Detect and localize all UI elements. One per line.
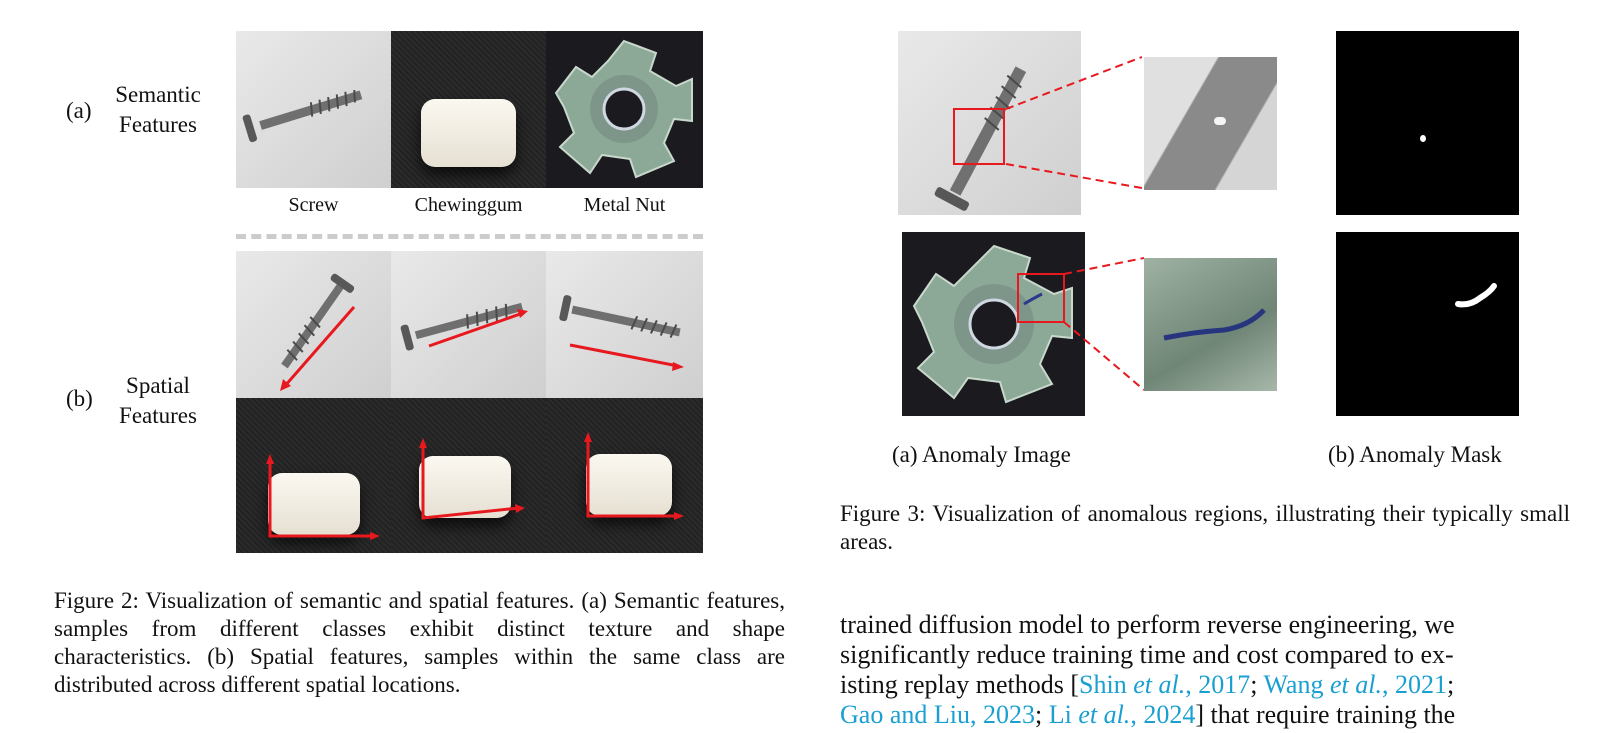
citation-li-2024[interactable]: Li et al., 2024 bbox=[1048, 700, 1196, 729]
gum-piece-3 bbox=[586, 454, 672, 516]
screw-spatial-1 bbox=[236, 251, 391, 398]
anomaly-nut-drawing bbox=[912, 244, 1073, 404]
gum-piece bbox=[421, 99, 516, 167]
anomaly-mask-nut bbox=[1336, 232, 1519, 416]
figure-3-caption: Figure 3: Visualization of anomalous reg… bbox=[840, 501, 1570, 554]
row-a-title-line1: Semantic bbox=[115, 82, 201, 107]
gum-spatial-1 bbox=[236, 398, 391, 553]
zoom-lines-bottom bbox=[1063, 257, 1145, 391]
anomaly-screw-zoom bbox=[1144, 57, 1277, 190]
class-label-chewinggum: Chewinggum bbox=[414, 194, 523, 216]
dashed-divider bbox=[236, 234, 703, 239]
anomaly-nut-zoom-drawing bbox=[1163, 308, 1266, 341]
body-line-4-text: ] that require training the bbox=[1195, 700, 1456, 729]
mask-blob-1 bbox=[1420, 135, 1426, 142]
gum-axes-3 bbox=[584, 432, 684, 520]
gum-piece-2 bbox=[419, 456, 511, 518]
body-line-4: Gao and Liu, 2023; Li et al., 2024] that… bbox=[840, 700, 1456, 729]
gum-piece-1 bbox=[268, 473, 360, 535]
citation-shin-2017[interactable]: Shin et al., 2017 bbox=[1079, 670, 1251, 699]
row-b-tag: (b) bbox=[66, 386, 93, 411]
metal-nut-image bbox=[546, 31, 703, 188]
body-line-3: isting replay methods [Shin et al., 2017… bbox=[840, 670, 1455, 699]
subcaption-anomaly-image: (a) Anomaly Image bbox=[892, 442, 1071, 467]
defect-spot bbox=[1214, 117, 1226, 125]
screw-spatial-3 bbox=[546, 251, 703, 398]
row-a-title: Semantic Features bbox=[108, 80, 208, 140]
anomaly-mask-screw bbox=[1336, 31, 1519, 215]
anomaly-nut-zoom bbox=[1144, 258, 1277, 391]
row-a-title-line2: Features bbox=[119, 112, 197, 137]
metal-nut-drawing bbox=[554, 39, 693, 179]
screw-image bbox=[236, 31, 391, 188]
body-line-3-text: isting replay methods [ bbox=[840, 670, 1080, 699]
class-label-screw: Screw bbox=[288, 194, 339, 216]
row-b-title: Spatial Features bbox=[108, 371, 208, 431]
screw-spatial-2 bbox=[391, 251, 546, 398]
screw-spatial-3-drawing bbox=[559, 295, 684, 371]
gum-axes-1 bbox=[266, 454, 380, 540]
gum-axes-2 bbox=[419, 438, 525, 520]
subcaption-anomaly-mask: (b) Anomaly Mask bbox=[1328, 442, 1502, 467]
body-paragraph: trained diffusion model to perform rever… bbox=[840, 610, 1570, 730]
row-a-tag: (a) bbox=[66, 98, 92, 123]
citation-wang-2021[interactable]: Wang et al., 2021 bbox=[1263, 670, 1447, 699]
body-line-2: significantly reduce training time and c… bbox=[840, 640, 1454, 669]
screw-drawing bbox=[242, 90, 363, 143]
screw-spatial-2-drawing bbox=[400, 302, 528, 351]
screw-spatial-1-drawing bbox=[280, 273, 356, 391]
anomaly-screw-image bbox=[898, 31, 1081, 215]
citation-gao-liu-2023[interactable]: Gao and Liu, 2023 bbox=[840, 700, 1035, 729]
row-b-title-line1: Spatial bbox=[126, 373, 190, 398]
mask-blob-2 bbox=[1455, 283, 1497, 308]
anomaly-nut-image bbox=[902, 232, 1085, 416]
class-label-metal-nut: Metal Nut bbox=[583, 194, 666, 216]
gum-spatial-2 bbox=[391, 398, 546, 553]
body-line-1: trained diffusion model to perform rever… bbox=[840, 610, 1455, 639]
zoom-lines-top bbox=[1005, 56, 1143, 189]
gum-spatial-3 bbox=[546, 398, 703, 553]
chewinggum-image bbox=[391, 31, 546, 188]
anomaly-screw-drawing bbox=[934, 66, 1027, 211]
row-b-title-line2: Features bbox=[119, 403, 197, 428]
figure-2-caption: Figure 2: Visualization of semantic and … bbox=[54, 588, 785, 697]
